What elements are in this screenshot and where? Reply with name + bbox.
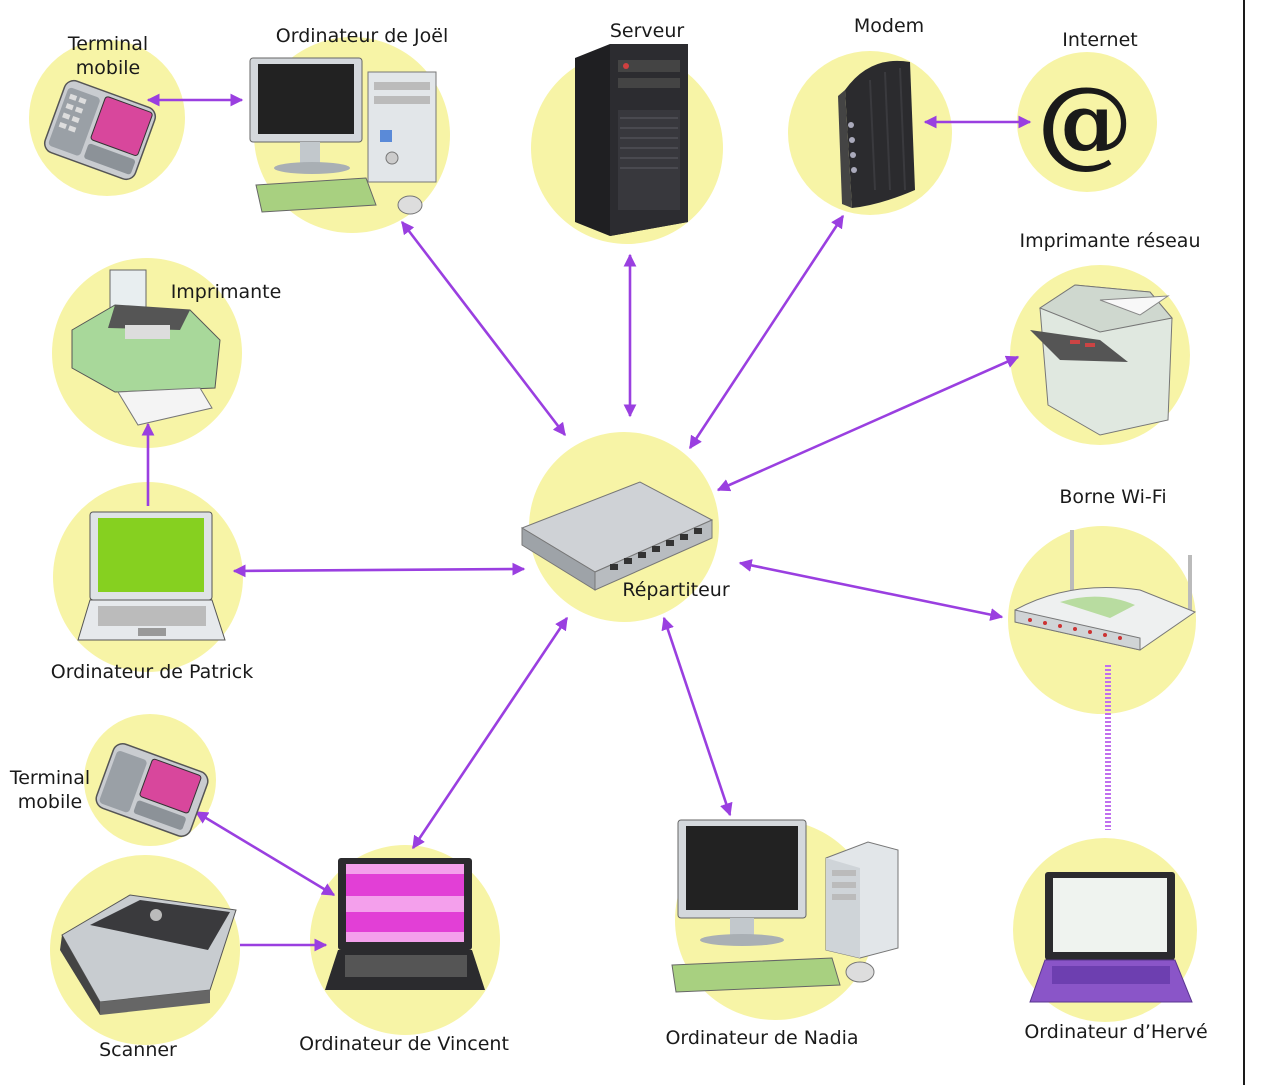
label-hub: Répartiteur xyxy=(622,579,730,601)
link-nadia-hub xyxy=(661,616,733,817)
printer-icon xyxy=(71,269,221,426)
link-vincent-hub xyxy=(411,616,569,850)
label-pc-patrick: Ordinateur de Patrick xyxy=(50,661,254,683)
wifi-router-icon xyxy=(1014,530,1197,651)
internet-at-symbol: @ xyxy=(1037,65,1133,178)
desktop-computer-icon xyxy=(249,57,437,215)
bubble-internet xyxy=(1017,52,1157,192)
label-server: Serveur xyxy=(609,20,685,42)
label-mobile-bottom: Terminal mobile xyxy=(9,767,91,813)
label-net-printer: Imprimante réseau xyxy=(1019,230,1201,252)
network-printer-icon xyxy=(1030,284,1173,436)
mobile-phone-icon xyxy=(43,79,157,181)
label-scanner: Scanner xyxy=(99,1039,177,1061)
link-wifi-hub xyxy=(738,558,1004,622)
link-patrick-hub xyxy=(232,562,526,578)
label-pc-vincent: Ordinateur de Vincent xyxy=(299,1033,509,1055)
desktop-computer-nadia-icon xyxy=(671,819,899,993)
connections xyxy=(141,93,1032,952)
laptop-vincent-icon xyxy=(325,858,485,990)
label-pc-nadia: Ordinateur de Nadia xyxy=(665,1027,859,1049)
label-modem: Modem xyxy=(853,15,925,37)
page-edge-line xyxy=(1243,0,1245,1085)
label-mobile-top: Terminal mobile xyxy=(67,33,149,79)
mobile-phone-bottom-icon xyxy=(95,743,209,837)
label-pc-herve: Ordinateur d’Hervé xyxy=(1024,1021,1208,1043)
label-internet: Internet xyxy=(1062,29,1138,51)
link-joel-hub xyxy=(400,220,567,437)
link-mobile-vincent xyxy=(194,810,336,897)
label-printer: Imprimante xyxy=(170,281,282,303)
label-wifi: Borne Wi-Fi xyxy=(1059,486,1167,508)
server-icon xyxy=(575,44,688,236)
link-modem-hub xyxy=(688,214,845,450)
scanner-icon xyxy=(60,894,237,1015)
laptop-herve-icon xyxy=(1029,872,1193,1003)
hub-switch-icon xyxy=(520,481,714,591)
label-pc-joel: Ordinateur de Joël xyxy=(275,25,449,47)
modem-icon xyxy=(838,60,915,208)
laptop-patrick-icon xyxy=(77,511,226,641)
link-netprinter-hub xyxy=(716,355,1020,492)
